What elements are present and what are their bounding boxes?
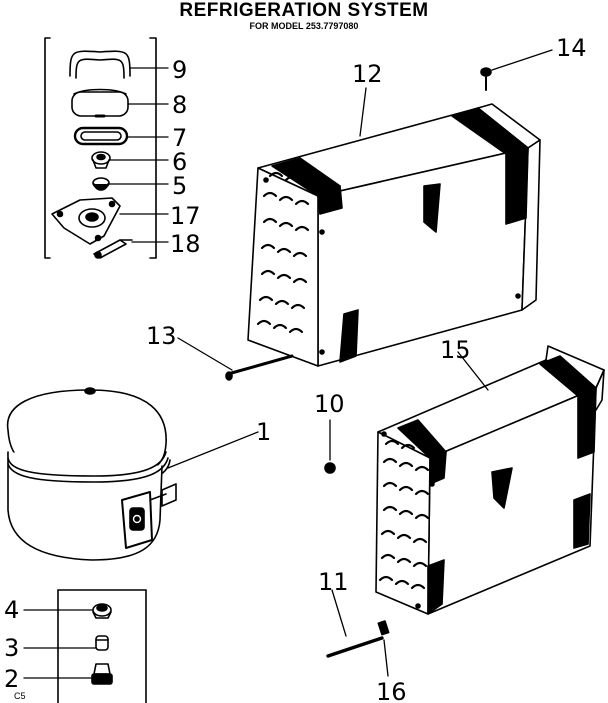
part-8-cover [71,88,129,118]
part-4-grommet [23,603,112,619]
callout-10: 10 [314,390,345,418]
part-3-sleeve [23,635,109,651]
part-15-condenser [375,345,605,615]
callout-16: 16 [376,678,407,703]
callout-6: 6 [172,148,187,176]
part-10-screw [324,419,336,474]
callout-13: 13 [146,322,177,350]
part-17-plate [51,197,121,245]
callout-12: 12 [352,60,383,88]
callout-17: 17 [170,202,201,230]
callout-9: 9 [172,56,187,84]
callout-8: 8 [172,91,187,119]
callout-5: 5 [172,172,187,200]
part-12-condenser [247,103,541,367]
part-6-grommet [91,151,111,169]
part-11-tube [326,589,384,658]
callout-15: 15 [440,336,471,364]
part-9-clip [69,50,131,79]
page-code: C5 [14,691,26,701]
part-7-gasket [73,126,129,146]
callout-14: 14 [556,34,587,62]
callout-7: 7 [172,124,187,152]
callout-11: 11 [318,568,349,596]
diagram-title: REFRIGERATION SYSTEM [179,0,429,21]
callout-1: 1 [256,418,271,446]
part-14-screw [480,49,553,91]
part-2-bushing [23,663,113,685]
callout-18: 18 [170,230,201,258]
model-subtitle: FOR MODEL 253.7797080 [249,21,359,31]
inset-leaders [108,67,169,243]
callout-3: 3 [4,634,19,662]
callout-2: 2 [4,665,19,693]
inset-panel-outline [44,37,157,259]
small-parts-bracket [57,589,147,703]
part-18-clamp [93,239,133,259]
part-13-screw [177,337,294,381]
callout-4: 4 [4,596,19,624]
part-5-plug [92,177,110,191]
part-1-compressor [6,387,259,561]
part-16-fitting [377,620,390,677]
leader-12 [359,87,367,137]
